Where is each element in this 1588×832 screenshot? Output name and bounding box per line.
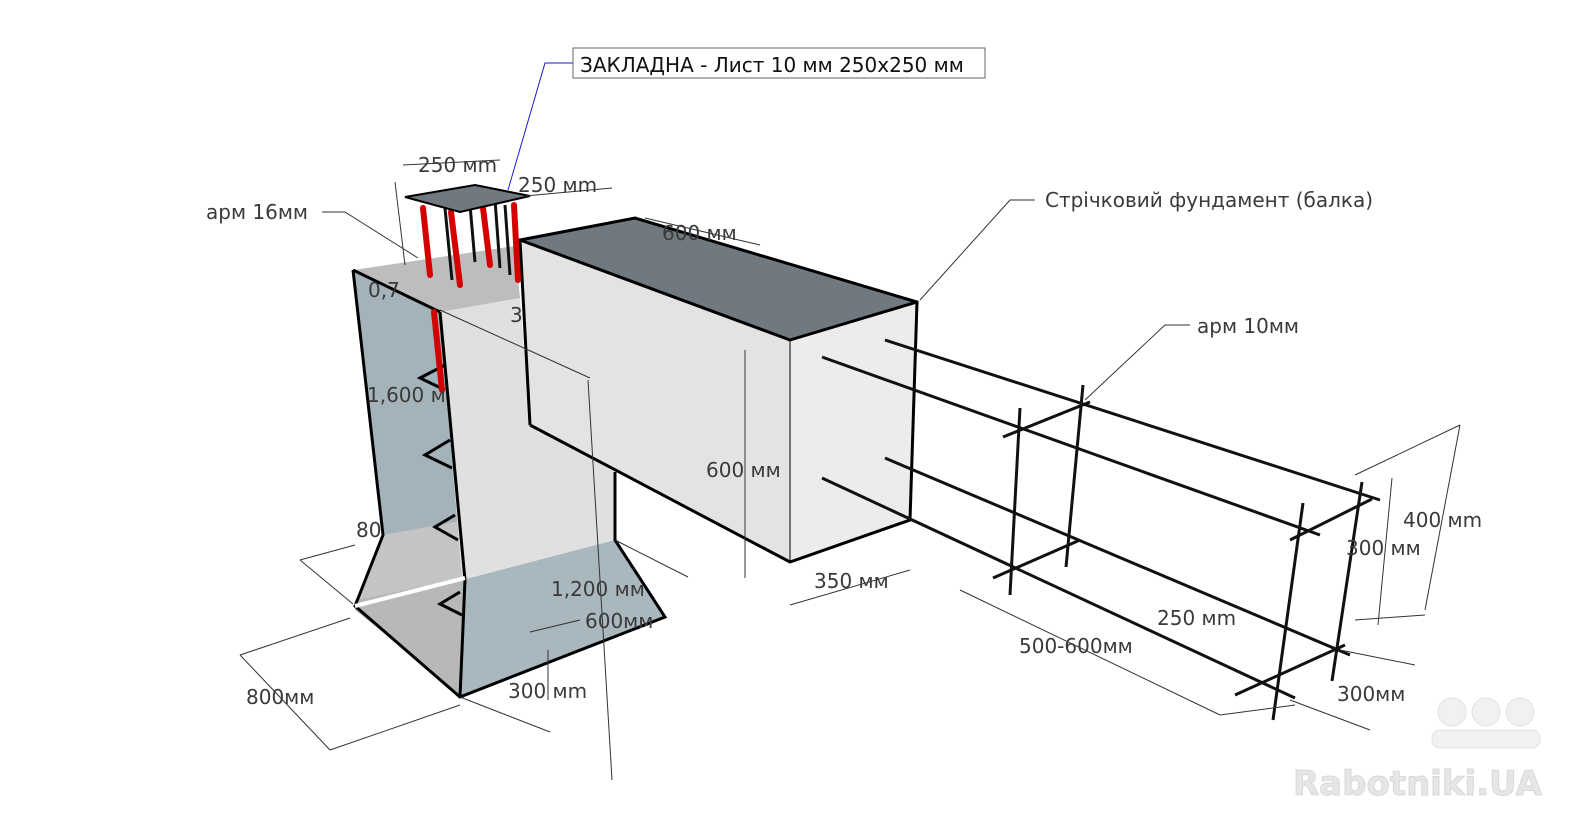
- strip-foundation-label: Стрічковий фундамент (балка): [1045, 188, 1373, 212]
- footing-step: [354, 576, 466, 608]
- footing-800-dim: 800мм: [246, 685, 314, 709]
- dimension-lines: [239, 62, 1461, 781]
- beam-edge: [519, 238, 791, 342]
- beam-side-face: [520, 240, 790, 562]
- column-height-dim: 1,600 м: [367, 383, 446, 407]
- plate-depth-dim: 250 мm: [518, 173, 597, 197]
- column-small-dim: 0,7: [368, 278, 400, 302]
- column-footing: [351, 246, 668, 699]
- callout-box: [572, 47, 986, 79]
- beam-height-dim: 600 мм: [706, 458, 781, 482]
- strip-beam: [518, 216, 919, 564]
- cage-300-height-dim: 300 мм: [1346, 536, 1421, 560]
- beam-width-dim: 600 мм: [662, 221, 737, 245]
- beam-top-face: [520, 218, 917, 340]
- rebar-10-label: арм 10мм: [1197, 314, 1299, 338]
- footing-base-left: [355, 578, 465, 697]
- footing-1200-dim: 1,200 мм: [551, 577, 645, 601]
- footing-80-dim: 80: [356, 518, 381, 542]
- rebar-cage: [821, 338, 1381, 721]
- cage-250-dim: 250 мm: [1157, 606, 1236, 630]
- beam-edge: [789, 300, 918, 342]
- beam-front-face: [790, 302, 917, 562]
- rebar-16-label: арм 16мм: [206, 200, 308, 224]
- footing-front-face: [460, 540, 665, 697]
- cage-500-600-dim: 500-600мм: [1019, 634, 1133, 658]
- beam-350-dim: 350 мм: [814, 569, 889, 593]
- column-small-dim-2: 3: [510, 303, 523, 327]
- rebar-16: [420, 205, 433, 278]
- rebar-16: [480, 205, 493, 268]
- cage-400-dim: 400 мm: [1403, 508, 1482, 532]
- cage-300-width-dim: 300мм: [1337, 682, 1405, 706]
- column-top-edge: [352, 268, 441, 314]
- column-stirrups: [416, 363, 463, 617]
- footing-600-dim: 600мм: [585, 609, 653, 633]
- rebar-16: [448, 209, 463, 288]
- plate-width-dim: 250 мm: [418, 153, 497, 177]
- embedded-plate: [404, 183, 531, 288]
- column-front-face: [440, 298, 615, 580]
- watermark-text: Rabotniki.UA: [1293, 764, 1543, 804]
- footing-300-dim: 300 мm: [508, 679, 587, 703]
- watermark-logo: [1431, 697, 1541, 749]
- rebar-16-inside: [431, 309, 445, 393]
- rebar-16: [511, 202, 521, 283]
- column-top-face: [353, 246, 520, 312]
- plate-callout-title: ЗАКЛАДНА - Лист 10 мм 250х250 мм: [580, 53, 964, 77]
